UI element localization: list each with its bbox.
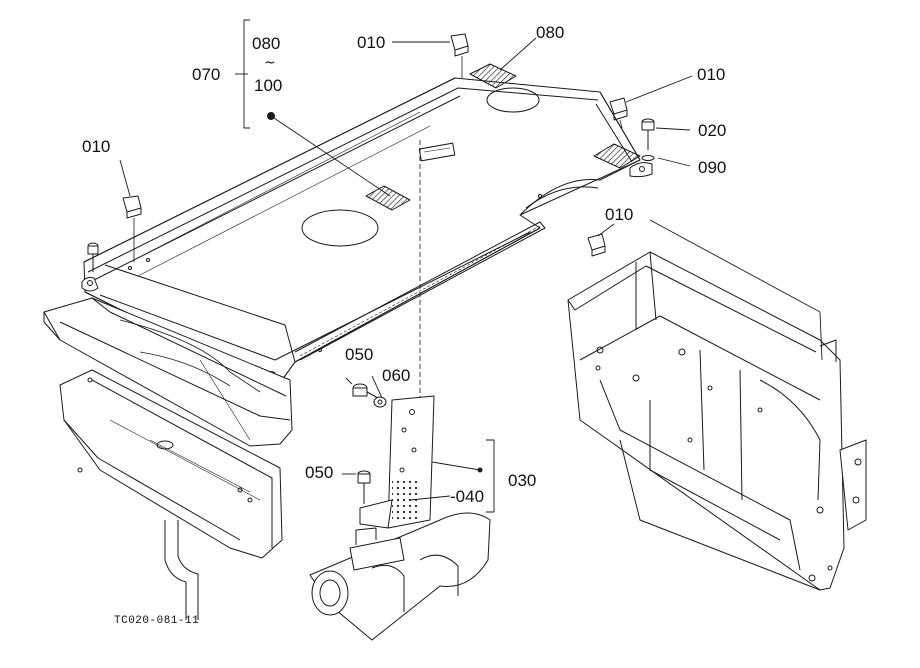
callout-010-mid: 010 xyxy=(605,205,634,224)
callout-010-left: 010 xyxy=(82,137,111,156)
leader-dot-030 xyxy=(477,467,483,473)
callout-040: -040 xyxy=(450,487,485,506)
callout-bracket-top: 080 xyxy=(252,34,281,53)
round-hole-right xyxy=(486,87,540,113)
reference-code: TC020-081-11 xyxy=(114,615,200,627)
callout-070: 070 xyxy=(192,65,221,84)
leader-dot-100 xyxy=(267,112,275,120)
clip-010-mid xyxy=(587,233,606,257)
callout-bracket-tilde: ~ xyxy=(264,55,276,71)
callout-010-right: 010 xyxy=(697,65,726,84)
callout-050-bottom: 050 xyxy=(305,463,334,482)
right-frame-assembly xyxy=(567,251,867,591)
leader-lines xyxy=(119,19,823,513)
washer-090 xyxy=(641,155,655,161)
clip-010-left xyxy=(122,195,142,262)
washer-060 xyxy=(373,396,387,408)
label-plate-right xyxy=(593,143,641,169)
front-panel-assembly xyxy=(43,297,293,620)
callout-010-top: 010 xyxy=(357,33,386,52)
small-tag xyxy=(418,142,456,162)
bolt-050-top xyxy=(352,383,379,399)
bolt-left xyxy=(87,242,99,272)
axle-housing xyxy=(309,512,491,641)
callout-020: 020 xyxy=(698,121,727,140)
callout-030: 030 xyxy=(508,471,537,490)
stay-plate-040 xyxy=(359,140,435,529)
large-round-hole xyxy=(301,209,379,247)
label-plate-center xyxy=(365,185,411,211)
clip-010-right xyxy=(609,97,628,129)
callout-060: 060 xyxy=(382,366,411,385)
bolt-050-bottom xyxy=(357,470,371,504)
label-plate-top xyxy=(469,63,517,89)
callout-050-top: 050 xyxy=(345,345,374,364)
callout-090: 090 xyxy=(698,158,727,177)
callout-080-right: 080 xyxy=(536,23,565,42)
bolt-020 xyxy=(641,118,655,150)
callout-bracket-bottom: 100 xyxy=(254,76,283,95)
clip-010-top xyxy=(450,33,469,78)
